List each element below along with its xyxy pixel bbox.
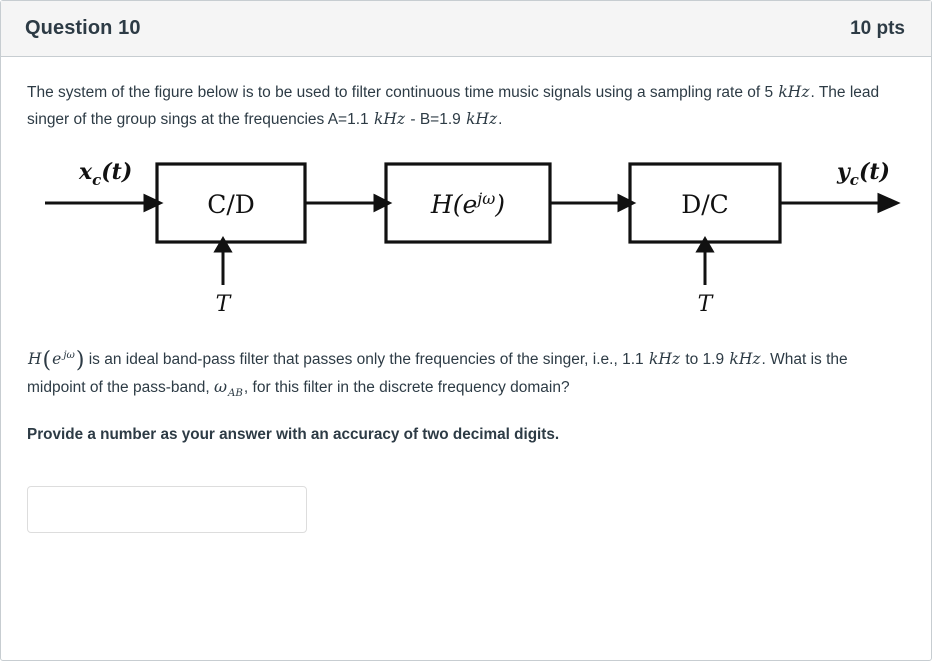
- question-text-b: to 1.9: [681, 351, 729, 369]
- output-signal-sub: c: [850, 171, 859, 189]
- question-text-c: . What is the midpoint of the pass-band,: [27, 351, 848, 397]
- math-close-paren: ): [75, 348, 85, 374]
- input-signal-arg: (t): [101, 159, 132, 185]
- block-diagram: C/D H(ejω) D/C xc(t) yc(t) T T: [27, 149, 913, 324]
- h-to-dc-arrowhead: [617, 193, 637, 213]
- question-text-a: is an ideal band-pass filter that passes…: [84, 351, 648, 369]
- instruction-text: Provide a number as your answer with an …: [27, 426, 560, 444]
- h-block-close: ): [494, 190, 505, 219]
- dc-block-label: D/C: [681, 190, 729, 219]
- clock1-arrowhead: [213, 236, 233, 253]
- input-signal-base: x: [78, 159, 93, 185]
- intro-text-b: . The lead singer of the group sings at …: [27, 84, 880, 128]
- unit-khz-2: kHz: [373, 110, 406, 128]
- omega-symbol: ω: [213, 377, 228, 397]
- intro-text-a: The system of the figure below is to be …: [27, 84, 778, 101]
- unit-khz-1: kHz: [778, 83, 810, 101]
- output-signal-arg: (t): [859, 159, 890, 185]
- omega-subscript-ab: AB: [228, 388, 243, 400]
- question-unit-khz-2: kHz: [729, 350, 761, 369]
- clock2-label: T: [698, 292, 715, 317]
- output-signal-base: y: [836, 159, 852, 185]
- output-arrowhead: [877, 192, 901, 214]
- output-signal-label: yc(t): [836, 159, 890, 189]
- h-block-base: H(e: [430, 190, 477, 219]
- clock2-arrowhead: [695, 236, 715, 253]
- clock1-label: T: [216, 292, 233, 317]
- intro-text-d: .: [498, 111, 503, 128]
- intro-text-c: - B=1.9: [406, 111, 466, 128]
- question-unit-khz-1: kHz: [648, 350, 681, 369]
- input-arrowhead: [143, 193, 164, 213]
- math-h: H: [28, 350, 42, 369]
- answer-row: [27, 486, 905, 534]
- question-body: The system of the figure below is to be …: [1, 57, 931, 534]
- unit-khz-3: kHz: [466, 110, 498, 128]
- question-title: Question 10: [25, 17, 141, 39]
- intro-paragraph: The system of the figure below is to be …: [27, 79, 905, 133]
- math-open-paren: (: [42, 348, 52, 374]
- cd-block-label: C/D: [207, 190, 255, 219]
- question-header: Question 10 10 pts: [1, 1, 931, 57]
- h-block-exponent: jω: [474, 189, 495, 208]
- math-e: e: [52, 350, 62, 369]
- input-signal-label: xc(t): [78, 159, 132, 189]
- h-block-label: H(ejω): [430, 189, 505, 219]
- question-points: 10 pts: [850, 17, 905, 39]
- answer-input[interactable]: [27, 486, 307, 534]
- input-signal-sub: c: [92, 171, 101, 189]
- cd-to-h-arrowhead: [373, 193, 393, 213]
- math-exponent-jw: jω: [63, 350, 75, 361]
- question-text-d: , for this filter in the discrete freque…: [243, 379, 570, 397]
